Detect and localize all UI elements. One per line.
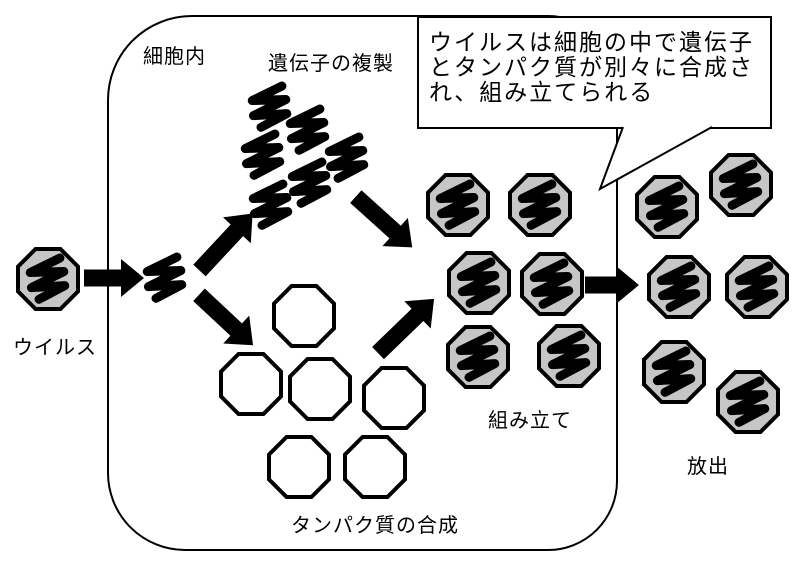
assembled-virus-octagon bbox=[536, 323, 602, 389]
infection-arrow bbox=[84, 258, 144, 298]
callout-line-1: ウイルスは細胞の中で遺伝子 bbox=[429, 30, 754, 55]
released-virus-octagon bbox=[634, 174, 700, 240]
to-protein-synthesis-arrow bbox=[185, 280, 266, 360]
protein-octagon bbox=[266, 434, 332, 500]
callout-tail bbox=[598, 126, 713, 192]
released-virus-octagon bbox=[724, 254, 790, 320]
virus-label: ウイルス bbox=[13, 337, 97, 359]
replicated-gene-squiggle bbox=[237, 74, 303, 140]
protein-octagon bbox=[287, 356, 353, 422]
assembled-virus-octagon bbox=[445, 324, 511, 390]
genes-to-assembly-arrow bbox=[342, 182, 425, 263]
protein-octagon bbox=[361, 365, 427, 431]
gene-squiggle bbox=[132, 245, 198, 311]
assembly-label: 組み立て bbox=[488, 410, 572, 432]
released-virus-octagon bbox=[641, 339, 707, 405]
release-arrow bbox=[585, 265, 639, 305]
assembled-virus-octagon bbox=[519, 251, 585, 317]
release-label: 放出 bbox=[687, 456, 729, 478]
cell-label: 細胞内 bbox=[143, 46, 206, 68]
callout-line-3: れ、組み立てられる bbox=[429, 80, 655, 105]
released-virus-octagon bbox=[715, 369, 781, 435]
virus-octagon bbox=[15, 246, 81, 312]
protein-synthesis-label: タンパク質の合成 bbox=[291, 515, 459, 537]
to-gene-replication-arrow bbox=[185, 200, 267, 284]
assembled-virus-octagon bbox=[425, 172, 491, 238]
assembled-virus-octagon bbox=[446, 250, 512, 316]
protein-octagon bbox=[218, 351, 284, 417]
replicated-gene-squiggle bbox=[238, 172, 304, 238]
released-virus-octagon bbox=[708, 152, 774, 218]
callout-bubble: ウイルスは細胞の中で遺伝子 とタンパク質が別々に合成さ れ、組み立てられる bbox=[417, 16, 772, 129]
callout-line-2: とタンパク質が別々に合成さ bbox=[429, 55, 754, 80]
protein-octagon bbox=[342, 434, 408, 500]
gene-replication-label: 遺伝子の複製 bbox=[268, 53, 394, 75]
protein-octagon bbox=[271, 283, 337, 349]
replicated-gene-squiggle bbox=[277, 150, 343, 216]
replicated-gene-squiggle bbox=[275, 97, 341, 163]
proteins-to-assembly-arrow bbox=[364, 285, 448, 368]
replicated-gene-squiggle bbox=[314, 125, 380, 191]
assembled-virus-octagon bbox=[507, 172, 573, 238]
released-virus-octagon bbox=[646, 254, 712, 320]
replicated-gene-squiggle bbox=[230, 122, 296, 188]
